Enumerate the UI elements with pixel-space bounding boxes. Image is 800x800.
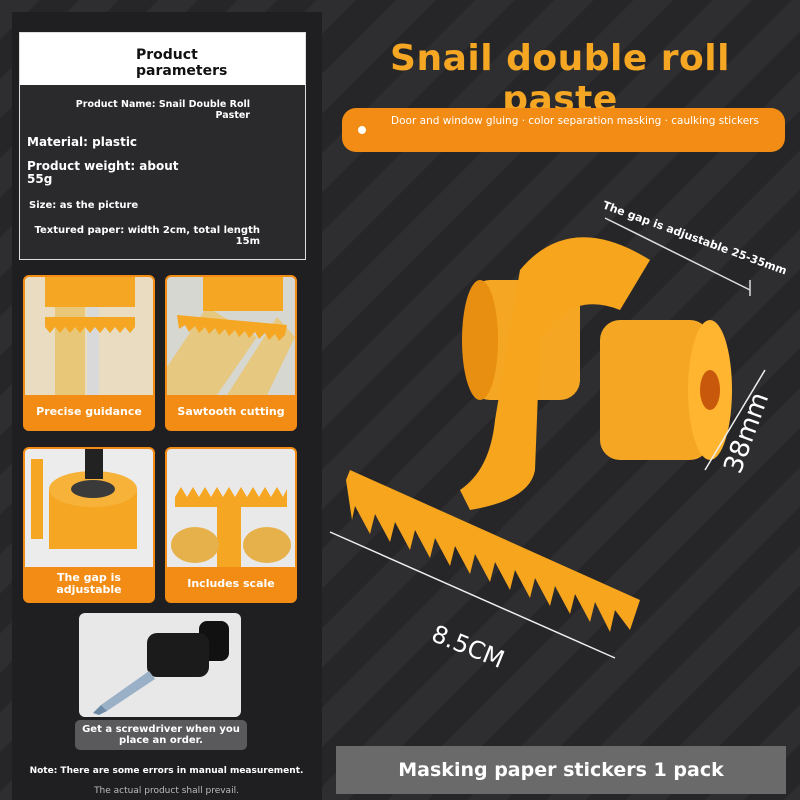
gap-photo-icon <box>25 449 153 567</box>
bullet-dot-icon <box>358 126 366 134</box>
feature-card-scale: Includes scale <box>165 447 297 603</box>
product-illustration: The gap is adjustable 25-35mm 38mm 8.5CM <box>329 199 789 674</box>
hero-title: Snail double roll paste <box>390 38 730 120</box>
gift-label: Get a screwdriver when you place an orde… <box>75 720 247 750</box>
screwdriver-icon <box>93 621 229 715</box>
param-weight: Product weight: about 55g <box>27 159 179 186</box>
param-product-name: Product Name: Snail Double Roll Paster <box>75 99 250 121</box>
gift-image-box <box>79 613 241 717</box>
feature-label: Precise guidance <box>36 405 142 418</box>
parameters-box: Product parameters Product Name: Snail D… <box>19 32 306 260</box>
feature-card-sawtooth: Sawtooth cutting <box>165 275 297 431</box>
param-material: Material: plastic <box>27 135 138 149</box>
feature-card-guidance: Precise guidance <box>23 275 155 431</box>
parameters-heading: Product parameters <box>136 47 228 79</box>
product-note: The actual product shall prevail. <box>94 786 239 796</box>
feature-label: Includes scale <box>187 577 275 590</box>
feature-label: Sawtooth cutting <box>177 405 285 418</box>
scale-photo-icon <box>167 449 295 567</box>
feature-card-gap: The gap is adjustable <box>23 447 155 603</box>
feature-label: The gap is adjustable <box>56 571 122 596</box>
param-paper: Textured paper: width 2cm, total length … <box>34 225 260 247</box>
sawtooth-photo-icon <box>167 277 295 395</box>
measurement-note: Note: There are some errors in manual me… <box>29 766 304 776</box>
width-dimension-label: 8.5CM <box>428 620 509 674</box>
guidance-photo-icon <box>25 277 153 395</box>
package-footer: Masking paper stickers 1 pack <box>336 746 786 794</box>
subtitle-bar: Door and window gluing · color separatio… <box>342 108 785 152</box>
subtitle-text: Door and window gluing · color separatio… <box>391 115 759 127</box>
parameters-header: Product parameters <box>20 33 305 85</box>
param-size: Size: as the picture <box>29 200 139 211</box>
